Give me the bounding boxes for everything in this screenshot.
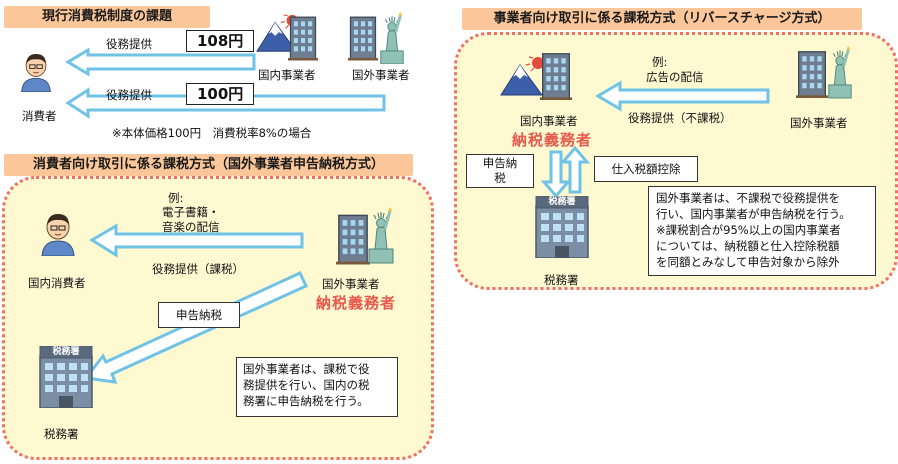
b2b-filing-line-2: 税 xyxy=(494,171,506,185)
liberty-icon xyxy=(826,40,854,100)
b2b-explanation-box: 国外事業者は、不課税で役務提供を 行い、国内事業者が申告納税を行う。 ※課税割合… xyxy=(648,186,876,276)
b2c-service-label: 役務提供（課税） xyxy=(152,262,244,276)
foreign-label: 国外事業者 xyxy=(352,68,410,82)
b2c-filing-box: 申告納税 xyxy=(158,302,240,328)
b2c-explanation-line-1: 国外事業者は、課税で役 xyxy=(243,362,370,376)
b2b-deduction-arrow-up xyxy=(559,145,591,194)
b2c-tax-office-label: 税務署 xyxy=(44,427,79,441)
b2c-example-label: 例: xyxy=(168,191,184,205)
b2c-explanation-line-2: 務提供を行い、国内の税 xyxy=(243,378,370,392)
domestic-consumer-label: 国内消費者 xyxy=(28,276,86,290)
domestic-label: 国内事業者 xyxy=(258,68,316,82)
b2b-tax-office-label: 税務署 xyxy=(544,273,579,287)
b2b-explanation-line-4: については、納税額と仕入控除税額 xyxy=(656,239,840,253)
b2c-service-arrow xyxy=(89,223,304,258)
service-label-1: 役務提供 xyxy=(106,37,152,51)
b2c-taxpayer-label: 納税義務者 xyxy=(316,294,397,312)
b2c-example-1: 電子書籍・ xyxy=(162,205,220,219)
b2c-foreign-label: 国外事業者 xyxy=(322,277,380,291)
b2c-explanation-line-3: 務署に申告納税を行う。 xyxy=(243,394,369,408)
tax-office-sign: 税務署 xyxy=(548,197,576,207)
b2b-filing-arrow-down xyxy=(540,150,572,199)
b2b-service-label: 役務提供（不課税） xyxy=(628,111,732,125)
b2b-foreign-label: 国外事業者 xyxy=(790,116,848,130)
b2b-deduction-box: 仕入税額控除 xyxy=(594,156,698,182)
b2b-filing-box: 申告納 税 xyxy=(466,154,534,188)
b2b-example-item: 広告の配信 xyxy=(646,70,704,84)
b2c-explanation-box: 国外事業者は、課税で役 務提供を行い、国内の税 務署に申告納税を行う。 xyxy=(236,357,398,417)
b2c-title: 消費者向け取引に係る課税方式（国外事業者申告納税方式） xyxy=(4,154,413,176)
b2c-example-2: 音楽の配信 xyxy=(162,220,220,234)
price-108: 108円 xyxy=(186,30,255,52)
b2b-service-arrow xyxy=(595,80,770,112)
b2b-filing-line-1: 申告納 xyxy=(482,156,518,170)
b2b-explanation-line-3: ※課税割合が95%以上の国内事業者 xyxy=(656,223,841,237)
price-note: ※本体価格100円 消費税率8%の場合 xyxy=(112,126,312,140)
price-100: 100円 xyxy=(186,83,255,105)
b2b-explanation-line-2: 行い、国内事業者が申告納税を行う。 xyxy=(656,207,851,221)
tax-office-sign: 税務署 xyxy=(52,347,80,357)
b2b-example-label: 例: xyxy=(652,55,668,69)
b2b-domestic-label: 国内事業者 xyxy=(520,114,578,128)
current-system-title: 現行消費税制度の課題 xyxy=(4,6,210,28)
service-arrow-domestic xyxy=(65,47,256,77)
b2b-taxpayer-label: 納税義務者 xyxy=(512,131,593,149)
service-label-2: 役務提供 xyxy=(106,88,152,102)
building-icon xyxy=(540,50,572,102)
b2b-title: 事業者向け取引に係る課税方式（リバースチャージ方式） xyxy=(462,8,862,30)
consumer-label: 消費者 xyxy=(22,109,57,123)
b2b-explanation-line-1: 国外事業者は、不課税で役務提供を xyxy=(656,191,840,205)
b2b-explanation-line-5: を同額とみなして申告対象から除外 xyxy=(656,255,840,269)
building-icon xyxy=(796,48,828,100)
